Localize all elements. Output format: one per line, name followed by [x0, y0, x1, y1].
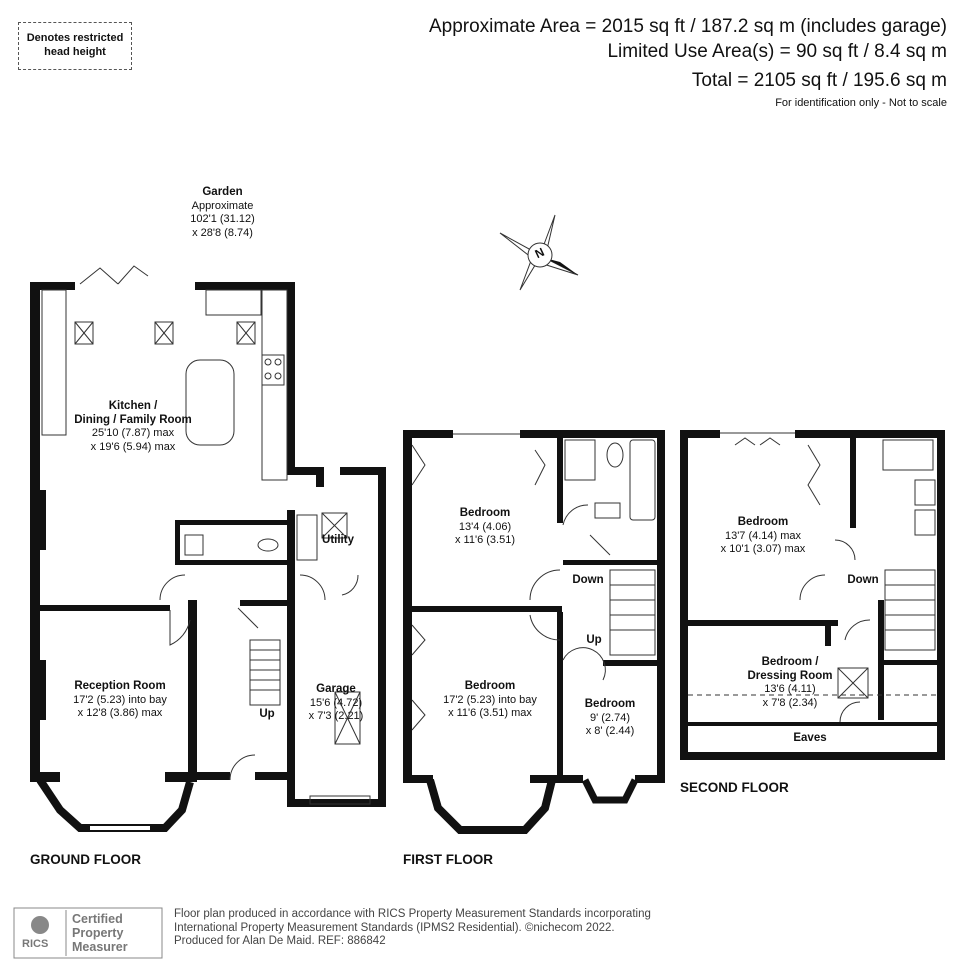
utility-name: Utility — [322, 534, 354, 546]
ground-stairs-up-label: Up — [259, 708, 275, 720]
garage-dim-1: 15'6 (4.72) — [309, 696, 363, 709]
garage-name: Garage — [316, 683, 356, 695]
total-area-text: Total = 2105 sq ft / 195.6 sq m — [691, 70, 947, 91]
garage-label: Garage 15'6 (4.72) x 7'3 (2.21) — [294, 683, 378, 724]
bedroom-3-name: Bedroom — [584, 698, 636, 710]
rics-badge: RICS Certified Property Measurer — [14, 908, 162, 958]
second-bedroom-name: Bedroom — [737, 516, 789, 528]
rics-logo-text: RICS — [22, 938, 49, 950]
legend-line-2: head height — [44, 46, 106, 58]
first-bedroom-2-label: Bedroom 17'2 (5.23) into bay x 11'6 (3.5… — [420, 680, 560, 721]
reception-room-label: Reception Room 17'2 (5.23) into bay x 12… — [50, 680, 190, 721]
kitchen-label: Kitchen / Dining / Family Room 25'10 (7.… — [58, 400, 208, 454]
second-stairs-down-label: Down — [847, 574, 879, 586]
utility-label: Utility — [316, 534, 360, 548]
dressing-name-2: Dressing Room — [747, 669, 833, 682]
eaves-label: Eaves — [793, 732, 827, 744]
garden-length: 102'1 (31.12) — [190, 213, 255, 225]
badge-line-1: Certified — [72, 912, 123, 926]
dressing-dim-2: x 7'8 (2.34) — [762, 696, 818, 709]
legend-line-1: Denotes restricted — [26, 32, 124, 44]
footer-line-2: International Property Measurement Stand… — [174, 921, 615, 934]
bedroom-2-dim-2: x 11'6 (3.51) max — [448, 707, 532, 719]
second-bedroom-dim-1: 13'7 (4.14) max — [724, 529, 802, 542]
garage-dim-2: x 7'3 (2.21) — [308, 710, 364, 722]
identification-note: For identification only - Not to scale — [775, 97, 947, 109]
bedroom-3-dim-2: x 8' (2.44) — [585, 725, 635, 737]
restricted-height-legend: Denotes restricted head height — [18, 22, 132, 70]
bedroom-2-name: Bedroom — [464, 680, 516, 692]
garden-name: Garden — [202, 186, 243, 198]
second-floor-plan — [680, 430, 945, 760]
second-bedroom-label: Bedroom 13'7 (4.14) max x 10'1 (3.07) ma… — [708, 516, 818, 557]
second-floor-title: SECOND FLOOR — [680, 780, 789, 795]
reception-dim-1: 17'2 (5.23) into bay — [73, 693, 167, 706]
garden-label: Garden Approximate 102'1 (31.12) x 28'8 … — [160, 186, 285, 240]
bedroom-1-dim-1: 13'4 (4.06) — [458, 520, 512, 533]
bedroom-1-name: Bedroom — [459, 507, 511, 519]
garden-width: x 28'8 (8.74) — [192, 226, 253, 239]
second-bedroom-dim-2: x 10'1 (3.07) max — [720, 543, 806, 555]
bedroom-2-dim-1: 17'2 (5.23) into bay — [443, 693, 537, 706]
kitchen-name-2: Dining / Family Room — [74, 413, 192, 426]
first-stairs-up-label: Up — [586, 634, 602, 646]
kitchen-name-1: Kitchen / — [108, 400, 158, 412]
first-floor-title: FIRST FLOOR — [403, 852, 493, 867]
approx-area-text: Approximate Area = 2015 sq ft / 187.2 sq… — [428, 16, 947, 37]
compass-icon — [499, 214, 579, 291]
badge-line-3: Measurer — [72, 940, 128, 954]
badge-line-2: Property — [72, 926, 124, 940]
footer-line-1: Floor plan produced in accordance with R… — [174, 908, 651, 920]
garden-approx: Approximate — [191, 199, 254, 212]
first-bedroom-3-label: Bedroom 9' (2.74) x 8' (2.44) — [567, 698, 653, 739]
first-stairs-down-label: Down — [572, 574, 604, 586]
footer-line-3: Produced for Alan De Maid. REF: 886842 — [174, 935, 386, 947]
dressing-dim-1: 13'6 (4.11) — [764, 683, 816, 695]
kitchen-dim-1: 25'10 (7.87) max — [91, 427, 175, 439]
bedroom-1-dim-2: x 11'6 (3.51) — [455, 534, 515, 546]
reception-dim-2: x 12'8 (3.86) max — [77, 707, 163, 719]
limited-use-area-text: Limited Use Area(s) = 90 sq ft / 8.4 sq … — [607, 41, 947, 62]
footer-note: Floor plan produced in accordance with R… — [174, 908, 651, 949]
dressing-name-1: Bedroom / — [761, 656, 819, 668]
first-floor-plan — [403, 430, 665, 834]
bedroom-3-dim-1: 9' (2.74) — [589, 711, 630, 724]
dressing-room-label: Bedroom / Dressing Room 13'6 (4.11) x 7'… — [735, 656, 845, 710]
ground-floor-title: GROUND FLOOR — [30, 852, 141, 867]
first-bedroom-1-label: Bedroom 13'4 (4.06) x 11'6 (3.51) — [430, 507, 540, 548]
area-summary: Approximate Area = 2015 sq ft / 187.2 sq… — [429, 14, 947, 113]
ground-floor-plan — [30, 265, 386, 832]
rics-badge-outline — [13, 907, 163, 959]
reception-name: Reception Room — [74, 680, 166, 692]
kitchen-dim-2: x 19'6 (5.94) max — [90, 440, 176, 453]
